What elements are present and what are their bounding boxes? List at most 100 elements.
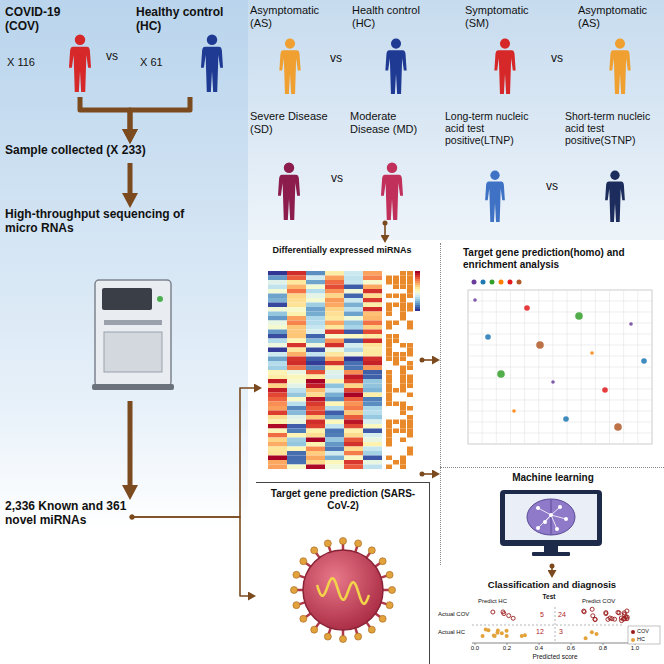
heatmap-cell bbox=[325, 357, 344, 362]
heatmap-cell bbox=[325, 352, 344, 357]
connector-path bbox=[128, 401, 133, 485]
axis-label: Test bbox=[538, 593, 560, 600]
heatmap-cell bbox=[268, 415, 287, 420]
heatmap-cell bbox=[287, 411, 306, 416]
annotation-cell bbox=[400, 429, 406, 434]
person-head bbox=[207, 35, 217, 45]
heatmap-cell bbox=[363, 357, 382, 362]
annotation-cell bbox=[386, 357, 392, 362]
heatmap-cell bbox=[363, 330, 382, 335]
art-circle bbox=[491, 610, 495, 614]
art-circle bbox=[481, 280, 486, 285]
connector-path bbox=[80, 97, 130, 129]
color-scale bbox=[415, 285, 420, 287]
heatmap-cell bbox=[325, 438, 344, 443]
person-figure bbox=[385, 39, 406, 94]
art-circle bbox=[368, 626, 375, 633]
flow-arrow bbox=[550, 564, 555, 571]
heatmap-cell bbox=[325, 375, 344, 380]
color-scale bbox=[415, 283, 420, 285]
art-circle bbox=[501, 610, 505, 614]
heatmap-cell bbox=[268, 465, 287, 470]
annotation-cell bbox=[386, 388, 392, 393]
heatmap-cell bbox=[344, 406, 363, 411]
heatmap-cell bbox=[306, 411, 325, 416]
art-line bbox=[472, 625, 624, 626]
art-circle bbox=[625, 617, 629, 621]
annotation-cell bbox=[407, 343, 413, 348]
heatmap-cell bbox=[344, 393, 363, 398]
annotation-cell bbox=[400, 420, 406, 425]
heatmap-cell bbox=[268, 325, 287, 330]
annotation-cell bbox=[393, 339, 399, 344]
art-circle bbox=[368, 547, 375, 554]
heatmap-cell bbox=[325, 285, 344, 290]
art-path bbox=[317, 578, 369, 604]
annotation-cell bbox=[386, 321, 392, 326]
figure-group: Asymptomatic (AS) bbox=[578, 4, 662, 98]
heatmap-cell bbox=[363, 375, 382, 380]
flow-arrow bbox=[383, 221, 388, 236]
art-circle bbox=[481, 634, 485, 638]
art-circle bbox=[485, 334, 491, 340]
annotation-cell bbox=[393, 321, 399, 326]
vs-label: vs bbox=[551, 52, 573, 66]
heatmap-cell bbox=[287, 280, 306, 285]
heatmap-cell bbox=[268, 330, 287, 335]
heatmap-cell bbox=[306, 397, 325, 402]
art-line bbox=[468, 356, 652, 357]
connector-dot bbox=[420, 358, 425, 363]
annotation-cell bbox=[400, 294, 406, 299]
annotation-cell bbox=[386, 343, 392, 348]
person-figure bbox=[381, 163, 403, 220]
annotation-cell bbox=[407, 366, 413, 371]
heatmap-cell bbox=[287, 325, 306, 330]
heatmap-cell bbox=[306, 271, 325, 276]
heatmap-cell bbox=[363, 307, 382, 312]
step-text: High-throughput sequencing of micro RNAs bbox=[5, 208, 240, 400]
annotation-cell bbox=[400, 280, 406, 285]
heatmap-cell bbox=[268, 334, 287, 339]
heatmap-cell bbox=[268, 388, 287, 393]
heatmap-cell bbox=[344, 379, 363, 384]
heatmap-cell bbox=[306, 276, 325, 281]
heatmap-cell bbox=[344, 370, 363, 375]
annotation-cell bbox=[400, 316, 406, 321]
art-line bbox=[551, 515, 557, 529]
art-circle bbox=[590, 630, 594, 634]
heatmap-cell bbox=[306, 321, 325, 326]
annotation-cell bbox=[400, 438, 406, 443]
annotation-cell bbox=[407, 393, 413, 398]
art-circle bbox=[511, 616, 515, 620]
heatmap-cell bbox=[344, 411, 363, 416]
annotation-cell bbox=[386, 307, 392, 312]
node-label: Long-term nucleic acid test positive(LTN… bbox=[445, 110, 545, 146]
annotation-cell bbox=[393, 402, 399, 407]
annotation-cell bbox=[400, 298, 406, 303]
heatmap-cell bbox=[306, 379, 325, 384]
heatmap-cell bbox=[287, 447, 306, 452]
flow-arrow bbox=[80, 97, 130, 129]
color-scale bbox=[415, 271, 420, 273]
heatmap-cell bbox=[344, 451, 363, 456]
heatmap-cell bbox=[268, 307, 287, 312]
heatmap-cell bbox=[268, 379, 287, 384]
annotation-cell bbox=[407, 294, 413, 299]
art-circle bbox=[324, 633, 331, 640]
node-label: Target gene prediction(homo) and enrichm… bbox=[463, 247, 653, 270]
connector-dot bbox=[130, 515, 135, 520]
heatmap-cell bbox=[287, 429, 306, 434]
person-head bbox=[391, 39, 401, 49]
heatmap-cell bbox=[344, 429, 363, 434]
heatmap-cell bbox=[268, 420, 287, 425]
heatmap-cell bbox=[287, 330, 306, 335]
heatmap-cell bbox=[363, 312, 382, 317]
annotation-cell bbox=[407, 280, 413, 285]
heatmap-cell bbox=[325, 384, 344, 389]
annotation-cell bbox=[407, 406, 413, 411]
person-head bbox=[285, 39, 295, 49]
figure-group: Health control (HC) bbox=[352, 4, 440, 98]
color-scale bbox=[415, 305, 420, 307]
heatmap-cell bbox=[325, 276, 344, 281]
heatmap-cell bbox=[287, 339, 306, 344]
